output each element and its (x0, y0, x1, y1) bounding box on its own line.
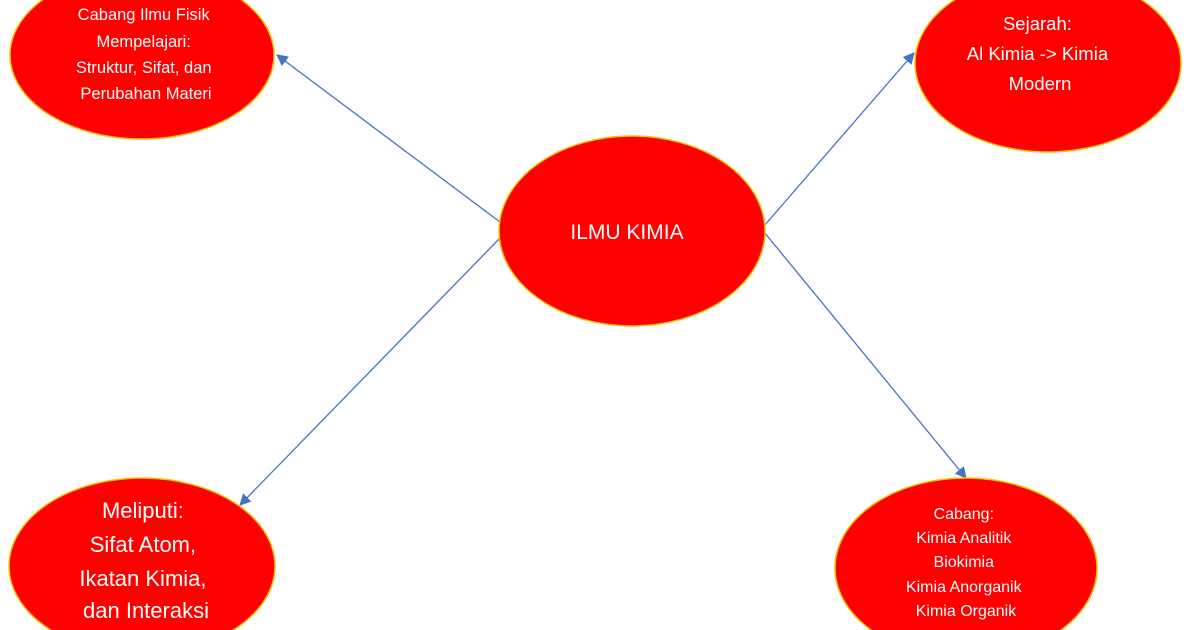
arrow-to-branches (763, 231, 967, 479)
branches-node-label: Cabang: Kimia Analitik Biokimia Kimia An… (906, 506, 1026, 620)
scope-line: Meliputi: (102, 498, 184, 523)
branches-line: Biokimia (934, 554, 995, 571)
definition-line: Struktur, Sifat, dan (76, 59, 212, 77)
scope-line: Ikatan Kimia, (79, 566, 206, 591)
arrow-to-history (763, 52, 915, 227)
scope-node-label: Meliputi: Sifat Atom, Ikatan Kimia, dan … (79, 498, 212, 623)
definition-line: Perubahan Materi (80, 85, 211, 103)
scope-line: Sifat Atom, (90, 532, 196, 557)
history-line: Sejarah: (1003, 13, 1072, 34)
history-line: Modern (1009, 73, 1072, 94)
history-node-label: Sejarah: Al Kimia -> Kimia Modern (967, 13, 1114, 94)
arrow-to-scope (239, 237, 501, 506)
scope-node (8, 477, 276, 630)
scope-line: dan Interaksi (83, 598, 209, 623)
branches-line: Kimia Analitik (916, 530, 1012, 547)
definition-node (9, 0, 275, 140)
definition-node-label: Cabang Ilmu Fisik Mempelajari: Struktur,… (76, 6, 216, 103)
center-node-label: ILMU KIMIA (570, 221, 683, 244)
branches-line: Kimia Organik (916, 603, 1017, 620)
definition-line: Mempelajari: (96, 33, 190, 51)
center-node (498, 135, 766, 327)
branches-node (834, 477, 1098, 630)
arrow-to-definition (276, 54, 501, 223)
definition-line: Cabang Ilmu Fisik (78, 6, 211, 24)
history-node (914, 0, 1182, 153)
branches-line: Cabang: (934, 506, 995, 523)
history-line: Al Kimia -> Kimia (967, 43, 1109, 64)
branches-line: Kimia Anorganik (906, 579, 1023, 596)
